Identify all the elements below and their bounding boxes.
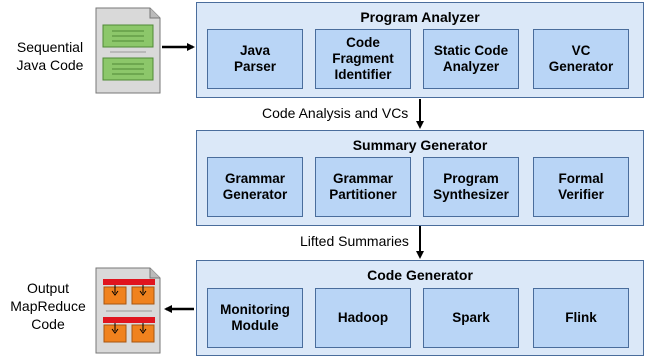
program-synthesizer-module: Program Synthesizer bbox=[423, 157, 519, 217]
lifted-summaries-label: Lifted Summaries bbox=[300, 233, 409, 249]
output-label: Output MapReduce Code bbox=[10, 280, 86, 332]
program-analyzer-panel: Program Analyzer Java Parser Code Fragme… bbox=[196, 2, 644, 98]
flink-module: Flink bbox=[533, 288, 629, 348]
summary-generator-title: Summary Generator bbox=[352, 137, 488, 153]
spark-module: Spark bbox=[423, 288, 519, 348]
code-generator-title: Code Generator bbox=[367, 267, 473, 283]
java-parser-module: Java Parser bbox=[207, 29, 303, 89]
input-label: Sequential Java Code bbox=[16, 39, 84, 73]
code-fragment-identifier-module: Code Fragment Identifier bbox=[315, 29, 411, 89]
vc-generator-module: VC Generator bbox=[533, 29, 629, 89]
summary-generator-panel: Summary Generator Grammar Generator Gram… bbox=[196, 130, 644, 226]
hadoop-module: Hadoop bbox=[315, 288, 411, 348]
program-analyzer-title: Program Analyzer bbox=[360, 9, 480, 25]
input-document-icon bbox=[95, 7, 161, 94]
formal-verifier-module: Formal Verifier bbox=[533, 157, 629, 217]
monitoring-module: Monitoring Module bbox=[207, 288, 303, 348]
grammar-partitioner-module: Grammar Partitioner bbox=[315, 157, 411, 217]
grammar-generator-module: Grammar Generator bbox=[207, 157, 303, 217]
output-document-icon bbox=[95, 267, 161, 354]
code-analysis-vcs-label: Code Analysis and VCs bbox=[262, 105, 409, 121]
code-generator-panel: Code Generator Monitoring Module Hadoop … bbox=[196, 260, 644, 356]
static-code-analyzer-module: Static Code Analyzer bbox=[423, 29, 519, 89]
